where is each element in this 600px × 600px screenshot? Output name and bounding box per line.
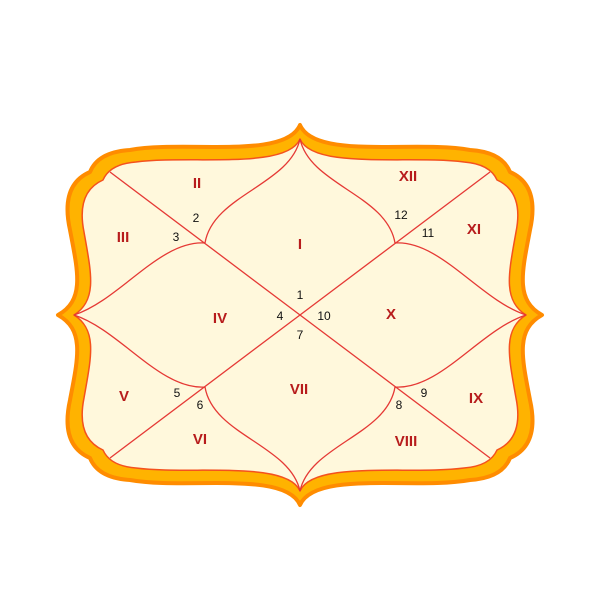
sign-number-10: 10: [317, 309, 331, 323]
house-label-9: IX: [469, 390, 483, 407]
curve-left-lower: [73, 314, 206, 388]
curve-bottom-left: [204, 386, 301, 492]
curve-top-left: [204, 138, 301, 244]
curve-right-lower: [394, 314, 527, 388]
sign-number-12: 12: [394, 208, 408, 222]
sign-number-1: 1: [297, 288, 304, 302]
diagonal-line-top-left: [109, 171, 301, 316]
curve-right-upper: [394, 242, 527, 316]
curve-left-upper: [73, 242, 206, 316]
house-label-10: X: [386, 306, 396, 323]
house-label-12: XII: [399, 168, 417, 185]
diagonal-line-bottom-left: [109, 314, 301, 459]
house-label-5: V: [119, 388, 129, 405]
sign-number-8: 8: [396, 398, 403, 412]
house-label-6: VI: [193, 431, 207, 448]
house-label-2: II: [193, 175, 201, 192]
house-label-8: VIII: [395, 433, 418, 450]
house-label-3: III: [117, 229, 130, 246]
sign-number-6: 6: [197, 398, 204, 412]
house-label-1: I: [298, 236, 302, 253]
sign-number-11: 11: [422, 226, 435, 240]
house-division-lines: [73, 138, 527, 492]
house-label-11: XI: [467, 221, 481, 238]
sign-number-2: 2: [193, 211, 200, 225]
sign-number-9: 9: [421, 386, 428, 400]
sign-number-3: 3: [173, 230, 180, 244]
house-label-4: IV: [213, 310, 227, 327]
curve-bottom-right: [299, 386, 396, 492]
sign-number-7: 7: [297, 328, 304, 342]
sign-number-5: 5: [174, 386, 181, 400]
house-label-7: VII: [290, 381, 308, 398]
diagonal-line-top-right: [299, 171, 491, 316]
curve-top-right: [299, 138, 396, 244]
diagonal-line-bottom-right: [299, 314, 491, 459]
sign-number-4: 4: [277, 309, 284, 323]
